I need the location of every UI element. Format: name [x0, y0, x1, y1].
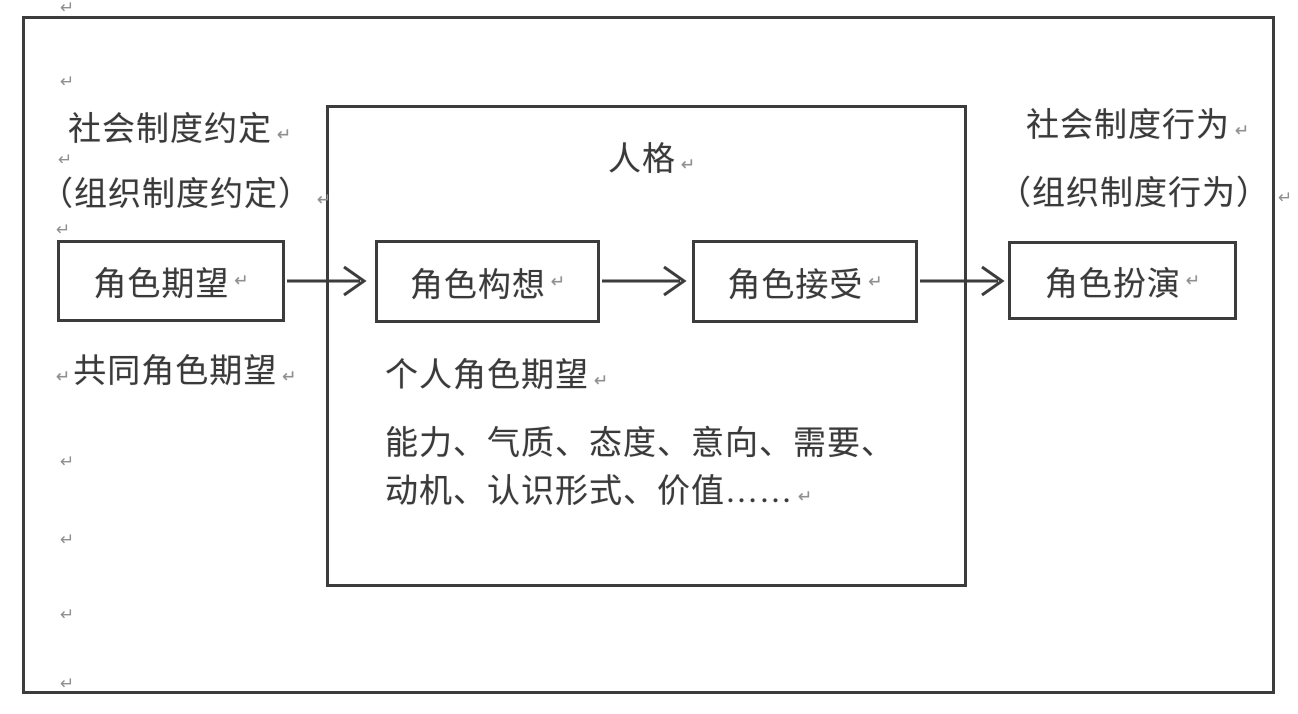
flow-box-role-acceptance: 角色接受↵: [692, 240, 918, 323]
social-system-behavior-label: 社会制度行为↵: [1026, 106, 1249, 151]
label-text: 个人角色期望: [385, 358, 589, 394]
paragraph-mark: ↵: [60, 530, 75, 550]
flow-box-role-expectation: 角色期望↵: [57, 240, 285, 322]
paragraph-mark: ↵: [56, 367, 71, 387]
label-text: 动机、认识形式、价值……: [385, 474, 793, 510]
paragraph-mark: ↵: [60, 452, 75, 472]
label-text: 社会制度约定: [68, 112, 272, 148]
paragraph-mark: ↵: [868, 271, 883, 292]
personality-label: 人格↵: [608, 140, 695, 185]
outer-border: [22, 16, 1275, 694]
paragraph-mark: ↵: [1278, 188, 1293, 208]
personal-role-expectation-label: 个人角色期望↵: [385, 356, 608, 401]
paragraph-mark: ↵: [58, 150, 73, 170]
flow-box-role-conception: 角色构想↵: [375, 240, 600, 323]
paragraph-mark: ↵: [317, 190, 332, 210]
common-role-expectation-label: ↵共同角色期望↵: [56, 352, 297, 397]
label-text: 共同角色期望: [73, 354, 278, 390]
paragraph-mark: ↵: [60, 605, 75, 625]
paragraph-mark: ↵: [681, 155, 696, 175]
personality-label-text: 人格: [608, 142, 676, 178]
paragraph-mark: ↵: [277, 125, 292, 145]
paragraph-mark: ↵: [60, 72, 75, 92]
flow-box-label: 角色构想: [409, 267, 546, 304]
label-text: （组织制度约定）: [40, 177, 312, 213]
label-text: 能力、气质、态度、意向、需要、: [385, 426, 895, 462]
paragraph-mark: ↵: [60, 674, 75, 694]
paragraph-mark: ↵: [60, 0, 75, 18]
org-system-constraint-label: （组织制度约定）↵: [40, 175, 331, 220]
flow-box-role-playing: 角色扮演↵: [1008, 241, 1237, 320]
flow-box-label: 角色接受: [727, 267, 864, 304]
flow-box-label: 角色扮演: [1044, 266, 1181, 303]
paragraph-mark: ↵: [56, 220, 71, 240]
label-text: 社会制度行为: [1026, 108, 1230, 144]
org-system-behavior-label: （组织制度行为）: [998, 174, 1270, 214]
paragraph-mark: ↵: [594, 371, 609, 391]
personality-container-box: [326, 105, 967, 587]
paragraph-mark: ↵: [282, 367, 297, 387]
social-system-constraint-label: 社会制度约定↵: [68, 110, 291, 155]
paragraph-mark: ↵: [1185, 270, 1201, 291]
paragraph-mark: ↵: [798, 487, 813, 507]
paragraph-mark: ↵: [234, 271, 249, 291]
paragraph-mark: ↵: [1235, 121, 1250, 141]
paragraph-mark: ↵: [550, 271, 566, 292]
traits-line-1: 能力、气质、态度、意向、需要、: [385, 424, 895, 464]
label-text: （组织制度行为）: [998, 176, 1270, 212]
traits-line-2: 动机、认识形式、价值……↵: [385, 472, 812, 517]
flow-box-label: 角色期望: [93, 267, 230, 303]
